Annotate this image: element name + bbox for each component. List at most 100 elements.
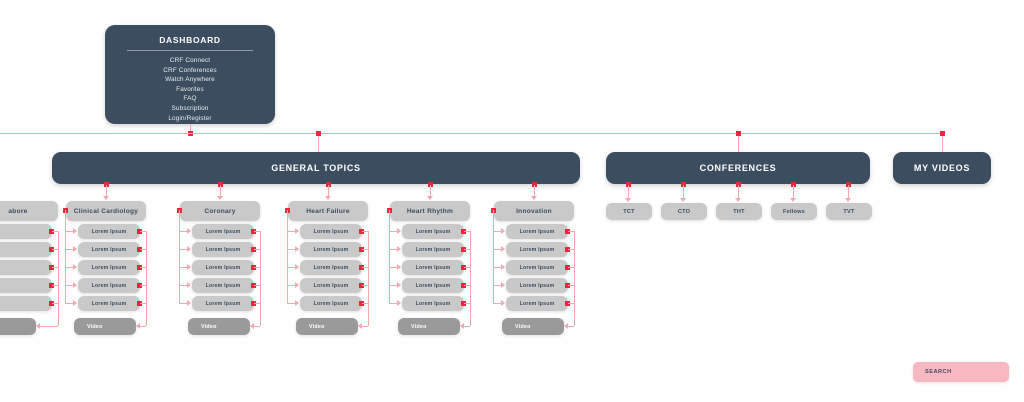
dashboard-item-subscription[interactable]: Subscription — [171, 104, 209, 112]
connector-stem-general — [318, 133, 319, 152]
category-card-abore[interactable]: abore — [0, 201, 58, 221]
video-node-heart-rhythm-label: Video — [411, 323, 427, 330]
leaf-card-innovation-1[interactable]: Lorem Ipsum — [506, 242, 568, 257]
leaf-card-coronary-0[interactable]: Lorem Ipsum — [192, 224, 254, 239]
video-node-coronary[interactable]: Video — [188, 318, 250, 335]
dashboard-title: DASHBOARD — [159, 35, 221, 45]
section-conferences[interactable]: CONFERENCES — [606, 152, 870, 184]
conference-chip-tct[interactable]: TCT — [606, 203, 652, 220]
section-general-topics[interactable]: GENERAL TOPICS — [52, 152, 580, 184]
connector-dot-tht — [736, 182, 741, 187]
category-card-innovation[interactable]: Innovation — [494, 201, 574, 221]
dashboard-item-faq[interactable]: FAQ — [183, 95, 197, 103]
leaf-card-heart-rhythm-2[interactable]: Lorem Ipsum — [402, 260, 464, 275]
leaf-card-clinical-cardiology-3-label: Lorem Ipsum — [91, 282, 127, 289]
leaf-card-coronary-4[interactable]: Lorem Ipsum — [192, 296, 254, 311]
connector-tie-heart-rhythm-1 — [464, 249, 470, 250]
leaf-card-abore-1[interactable] — [0, 242, 52, 257]
dashboard-node[interactable]: DASHBOARD CRF Connect CRF Conferences Wa… — [105, 25, 275, 124]
connector-branch-coronary-3 — [179, 285, 188, 286]
leaf-card-innovation-3[interactable]: Lorem Ipsum — [506, 278, 568, 293]
leaf-card-heart-failure-0-label: Lorem Ipsum — [313, 228, 349, 235]
arrow-leaf-heart-rhythm-0 — [397, 228, 401, 234]
connector-dot-myvideos — [940, 131, 945, 136]
category-card-heart-failure[interactable]: Heart Failure — [288, 201, 368, 221]
connector-drop-innovation — [534, 185, 535, 197]
category-card-heart-rhythm[interactable]: Heart Rhythm — [390, 201, 470, 221]
connector-video-feed-heart-rhythm — [464, 326, 470, 327]
connector-rail-right-heart-failure — [368, 231, 369, 326]
leaf-card-clinical-cardiology-1-label: Lorem Ipsum — [91, 246, 127, 253]
leaf-card-clinical-cardiology-4[interactable]: Lorem Ipsum — [78, 296, 140, 311]
category-card-abore-label: abore — [8, 207, 28, 215]
connector-tie-coronary-1 — [254, 249, 260, 250]
leaf-card-abore-3[interactable] — [0, 278, 52, 293]
arrow-video-heart-failure — [358, 323, 362, 329]
leaf-card-coronary-1[interactable]: Lorem Ipsum — [192, 242, 254, 257]
connector-branch-clinical-cardiology-3 — [65, 285, 74, 286]
video-node-innovation[interactable]: Video — [502, 318, 564, 335]
leaf-card-heart-failure-0[interactable]: Lorem Ipsum — [300, 224, 362, 239]
leaf-card-heart-rhythm-0[interactable]: Lorem Ipsum — [402, 224, 464, 239]
conference-chip-fellows[interactable]: Fellows — [771, 203, 817, 220]
video-node-clinical-cardiology[interactable]: Video — [74, 318, 136, 335]
conference-chip-tvt[interactable]: TVT — [826, 203, 872, 220]
connector-branch-heart-failure-1 — [287, 249, 296, 250]
dashboard-item-crf-connect[interactable]: CRF Connect — [169, 57, 211, 64]
leaf-card-coronary-2[interactable]: Lorem Ipsum — [192, 260, 254, 275]
connector-tie-innovation-4 — [568, 303, 574, 304]
category-card-clinical-cardiology[interactable]: Clinical Cardiology — [66, 201, 146, 221]
arrow-leaf-heart-rhythm-3 — [397, 282, 401, 288]
leaf-card-heart-rhythm-4[interactable]: Lorem Ipsum — [402, 296, 464, 311]
conference-chip-tht-label: THT — [733, 208, 745, 215]
leaf-card-clinical-cardiology-0-label: Lorem Ipsum — [91, 228, 127, 235]
arrow-leaf-clinical-cardiology-3 — [73, 282, 77, 288]
leaf-card-innovation-0[interactable]: Lorem Ipsum — [506, 224, 568, 239]
connector-dashboard-stem — [190, 124, 191, 134]
dashboard-item-watch-anywhere[interactable]: Watch Anywhere — [165, 76, 215, 84]
leaf-card-clinical-cardiology-3[interactable]: Lorem Ipsum — [78, 278, 140, 293]
leaf-card-heart-failure-2[interactable]: Lorem Ipsum — [300, 260, 362, 275]
leaf-card-heart-failure-3[interactable]: Lorem Ipsum — [300, 278, 362, 293]
connector-dot-leaf-heart-rhythm-4 — [461, 301, 466, 306]
connector-tie-abore-1 — [52, 249, 58, 250]
search-button-label: SEARCH — [925, 369, 952, 375]
video-node-heart-rhythm[interactable]: Video — [398, 318, 460, 335]
leaf-card-abore-4[interactable] — [0, 296, 52, 311]
dashboard-item-favorites[interactable]: Favorites — [176, 85, 204, 93]
leaf-card-heart-rhythm-3[interactable]: Lorem Ipsum — [402, 278, 464, 293]
conference-chip-tht[interactable]: THT — [716, 203, 762, 220]
conference-chip-cto[interactable]: CTO — [661, 203, 707, 220]
connector-tie-heart-failure-1 — [362, 249, 368, 250]
connector-tie-abore-2 — [52, 267, 58, 268]
leaf-card-heart-rhythm-1[interactable]: Lorem Ipsum — [402, 242, 464, 257]
search-button[interactable]: SEARCH — [913, 362, 1009, 382]
conference-chip-tct-label: TCT — [623, 208, 635, 215]
connector-dot-conferences — [736, 131, 741, 136]
leaf-card-heart-failure-1[interactable]: Lorem Ipsum — [300, 242, 362, 257]
leaf-card-heart-failure-4[interactable]: Lorem Ipsum — [300, 296, 362, 311]
leaf-card-clinical-cardiology-1[interactable]: Lorem Ipsum — [78, 242, 140, 257]
leaf-card-innovation-2[interactable]: Lorem Ipsum — [506, 260, 568, 275]
leaf-card-coronary-3[interactable]: Lorem Ipsum — [192, 278, 254, 293]
arrow-cto — [680, 198, 686, 202]
video-node-heart-failure[interactable]: Video — [296, 318, 358, 335]
leaf-card-innovation-4[interactable]: Lorem Ipsum — [506, 296, 568, 311]
leaf-card-abore-2[interactable] — [0, 260, 52, 275]
leaf-card-abore-0[interactable] — [0, 224, 52, 239]
section-my-videos[interactable]: MY VIDEOS — [893, 152, 991, 184]
video-node-coronary-label: Video — [201, 323, 217, 330]
connector-tie-coronary-4 — [254, 303, 260, 304]
dashboard-item-login-register[interactable]: Login/Register — [168, 114, 212, 122]
video-node-abore[interactable] — [0, 318, 36, 335]
category-card-clinical-cardiology-label: Clinical Cardiology — [73, 207, 139, 215]
category-card-coronary[interactable]: Coronary — [180, 201, 260, 221]
arrow-video-coronary — [250, 323, 254, 329]
leaf-card-clinical-cardiology-0[interactable]: Lorem Ipsum — [78, 224, 140, 239]
dashboard-item-crf-conferences[interactable]: CRF Conferences — [163, 66, 217, 74]
connector-dot-coronary — [218, 182, 223, 187]
connector-video-feed-innovation — [568, 326, 574, 327]
connector-drop-tht — [738, 185, 739, 200]
leaf-card-clinical-cardiology-2[interactable]: Lorem Ipsum — [78, 260, 140, 275]
connector-dot-general — [316, 131, 321, 136]
